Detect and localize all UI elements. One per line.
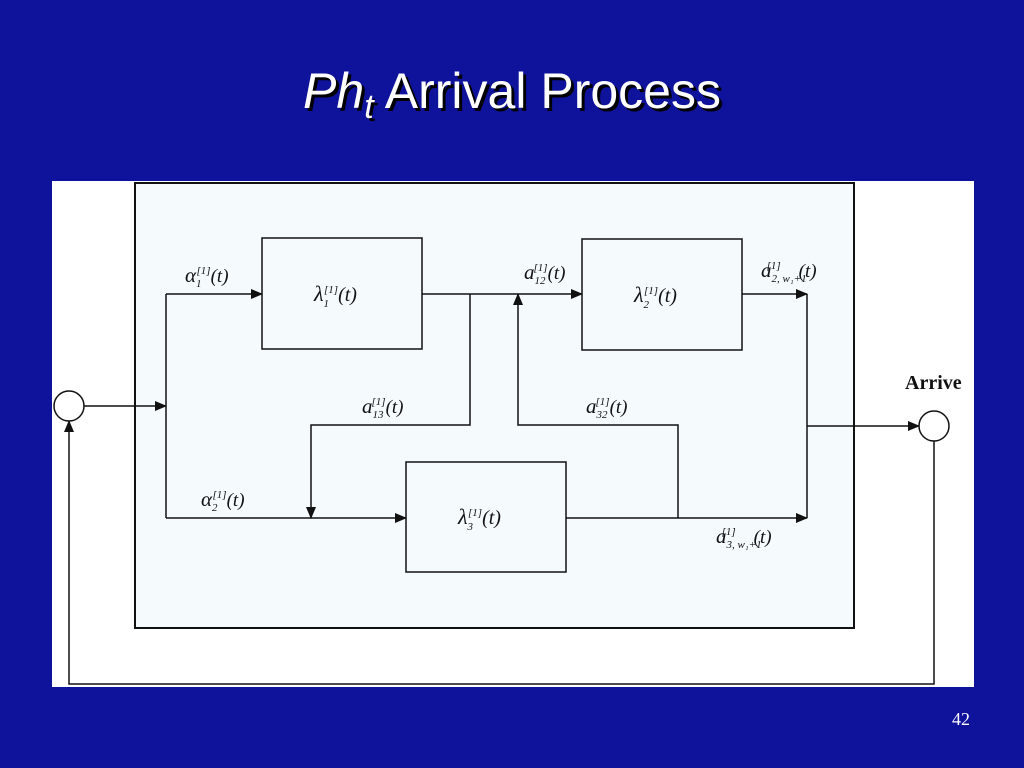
phase-2-box xyxy=(581,238,743,351)
feedback-arrow xyxy=(64,420,935,685)
title-ph: Ph xyxy=(303,63,365,119)
slide-title: Pht Arrival Process xyxy=(0,62,1024,124)
alpha1-label: α1[1](t) xyxy=(185,263,229,290)
phase-1-box xyxy=(261,237,423,350)
arrive-node xyxy=(918,410,950,442)
source-node xyxy=(53,390,85,422)
a13-arrow xyxy=(306,294,471,519)
page-number: 42 xyxy=(952,709,970,729)
phase-3-label: λ3[1](t) xyxy=(457,504,501,533)
arrive-label: Arrive xyxy=(905,372,962,394)
phase-3-box xyxy=(405,461,567,573)
a2-exit-label: a2, w₁+1[1](t) xyxy=(761,258,817,285)
a13-label: a13[1](t) xyxy=(362,394,404,421)
a32-arrow xyxy=(513,293,679,518)
alpha2-label: α2[1](t) xyxy=(201,487,245,514)
a3-exit-label: a3, w₁+1[1](t) xyxy=(716,524,772,551)
phase-2-label: λ2[1](t) xyxy=(633,282,677,311)
a32-label: a32[1](t) xyxy=(586,394,628,421)
title-rest: Arrival Process xyxy=(373,63,721,119)
title-subscript: t xyxy=(364,88,374,126)
phase-1-label: λ1[1](t) xyxy=(313,281,357,310)
phase-diagram: λ1[1](t) λ2[1](t) λ3[1](t) α1[1](t) α2[1… xyxy=(53,182,962,685)
a12-label: a12[1](t) xyxy=(524,260,566,287)
phase-diagram-figure: λ1[1](t) λ2[1](t) λ3[1](t) α1[1](t) α2[1… xyxy=(52,181,974,687)
